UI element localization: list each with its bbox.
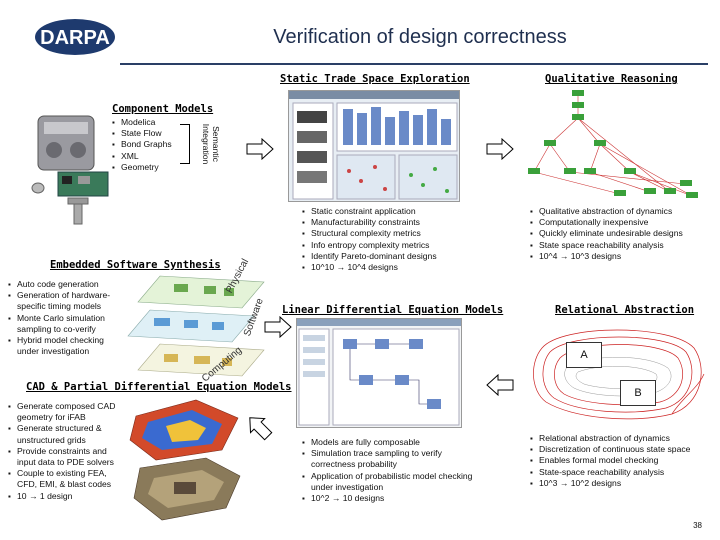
list-item: Couple to existing FEA, CFD, EMI, & blas… [8,468,126,490]
list-item: Identify Pareto-dominant designs [302,251,502,262]
list-item: 10^4 → 10^3 designs [530,251,716,262]
linear-heading: Linear Differential Equation Models [282,304,504,316]
list-item: Application of probabilistic model check… [302,471,478,493]
list-item: 10^3 → 10^2 designs [530,478,716,489]
list-item: Hybrid model checking under investigatio… [8,335,126,357]
arrow-right-1-icon [246,137,274,165]
arrow-right-2-icon [486,137,514,165]
list-item: XML [112,151,192,162]
title-rule [120,63,708,65]
embedded-heading: Embedded Software Synthesis [50,259,221,271]
static-trade-bullets: Static constraint application Manufactur… [302,206,502,273]
list-item: 10^2 → 10 designs [302,493,478,504]
qualitative-graph [520,88,710,204]
semantic-integration-label: Semantic Integration [201,123,221,165]
engine-image [30,110,110,226]
list-item: 10^10 → 10^4 designs [302,262,502,273]
arrow-left-icon [486,373,514,401]
list-item: State Flow [112,128,192,139]
linear-bullets: Models are fully composable Simulation t… [302,437,478,504]
static-trade-heading: Static Trade Space Exploration [280,73,470,85]
list-item: Structural complexity metrics [302,228,502,239]
component-models-bullets: Modelica State Flow Bond Graphs XML Geom… [112,117,192,173]
logo-text: DARPA [40,27,110,49]
embedded-bullets: Auto code generation Generation of hardw… [8,279,126,357]
list-item: State space reachability analysis [530,240,716,251]
cad-heading: CAD & Partial Differential Equation Mode… [26,381,292,393]
region-label-b: B [620,380,656,406]
list-item: Static constraint application [302,206,502,217]
list-item: Quickly eliminate undesirable designs [530,228,716,239]
qualitative-bullets: Qualitative abstraction of dynamics Comp… [530,206,716,262]
qualitative-heading: Qualitative Reasoning [545,73,678,85]
list-item: Relational abstraction of dynamics [530,433,716,444]
list-item: Qualitative abstraction of dynamics [530,206,716,217]
region-label-a: A [566,342,602,368]
list-item: Models are fully composable [302,437,478,448]
arrow-up-left-icon [244,412,274,447]
layered-architecture-image: Physical Software Computing [124,257,270,384]
list-item: Bond Graphs [112,139,192,150]
slide-title: Verification of design correctness [273,26,567,48]
linear-model-screenshot [296,318,462,428]
cad-bullets: Generate composed CAD geometry for iFAB … [8,401,126,502]
relational-heading: Relational Abstraction [555,304,695,316]
cad-vehicle-image [126,396,244,532]
arrow-right-3-icon [264,315,292,343]
relational-bullets: Relational abstraction of dynamics Discr… [530,433,716,489]
component-models-heading: Component Models [112,103,214,115]
integration-bracket [180,124,190,164]
list-item: Auto code generation [8,279,126,290]
list-item: 10 → 1 design [8,491,126,502]
relational-phase-plot [522,318,712,424]
list-item: Enables formal model checking [530,455,716,466]
list-item: Monte Carlo simulation sampling to co-ve… [8,313,126,335]
trade-space-screenshot [288,90,460,202]
list-item: Generation of hardware-specific timing m… [8,290,126,312]
list-item: Computationally inexpensive [530,217,716,228]
list-item: Info entropy complexity metrics [302,240,502,251]
list-item: Geometry [112,162,192,173]
darpa-logo: DARPA [34,18,116,56]
list-item: Manufacturability constraints [302,217,502,228]
page-number: 38 [693,521,702,530]
list-item: Provide constraints and input data to PD… [8,446,126,468]
list-item: Generate composed CAD geometry for iFAB [8,401,126,423]
list-item: Simulation trace sampling to verify corr… [302,448,478,470]
list-item: Discretization of continuous state space [530,444,716,455]
list-item: Generate structured & unstructured grids [8,423,126,445]
list-item: Modelica [112,117,192,128]
list-item: State-space reachability analysis [530,467,716,478]
